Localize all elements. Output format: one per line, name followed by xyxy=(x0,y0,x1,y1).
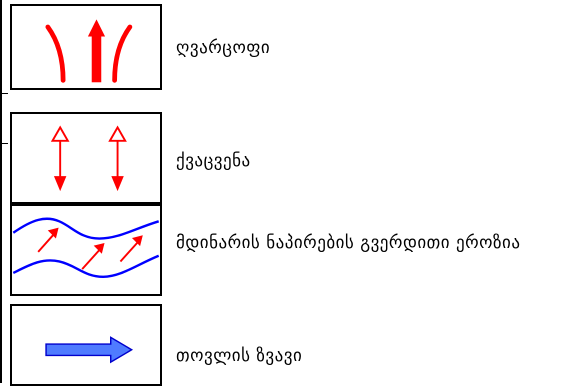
debris-flow-right-curve xyxy=(112,24,133,83)
legend-left-border xyxy=(0,0,2,383)
debris-flow-main-arrow-shaft xyxy=(91,34,102,83)
legend-label-rockfall: ქვაცვენა xyxy=(176,151,251,171)
rockfall-arrow-right xyxy=(108,125,127,192)
debris-flow-arrows-icon xyxy=(45,19,133,83)
avalanche-arrow-icon xyxy=(45,336,134,364)
legend-label-debris-flow: ღვარცოფი xyxy=(176,38,271,58)
legend-symbol-avalanche xyxy=(10,304,162,386)
rockfall-arrow-left xyxy=(50,125,70,192)
legend-symbol-rockfall xyxy=(10,112,162,204)
avalanche-arrow xyxy=(45,336,134,364)
legend-label-river-erosion: მდინარის ნაპირების გვერდითი ეროზია xyxy=(176,233,521,253)
legend-left-tick xyxy=(0,143,8,144)
erosion-arrows xyxy=(37,227,143,270)
legend-symbol-river-erosion xyxy=(10,204,162,296)
debris-flow-left-curve xyxy=(45,24,66,83)
rockfall-double-arrow-icon xyxy=(50,125,127,192)
legend-symbol-debris-flow xyxy=(10,4,162,90)
debris-flow-main-arrow-head xyxy=(87,19,106,37)
river-bank-erosion-icon xyxy=(12,217,160,278)
legend-left-tick xyxy=(0,93,8,94)
river-bank-upper-line xyxy=(12,217,160,240)
legend-label-avalanche: თოვლის ზვავი xyxy=(176,346,303,366)
river-bank-lower-line xyxy=(12,254,160,278)
